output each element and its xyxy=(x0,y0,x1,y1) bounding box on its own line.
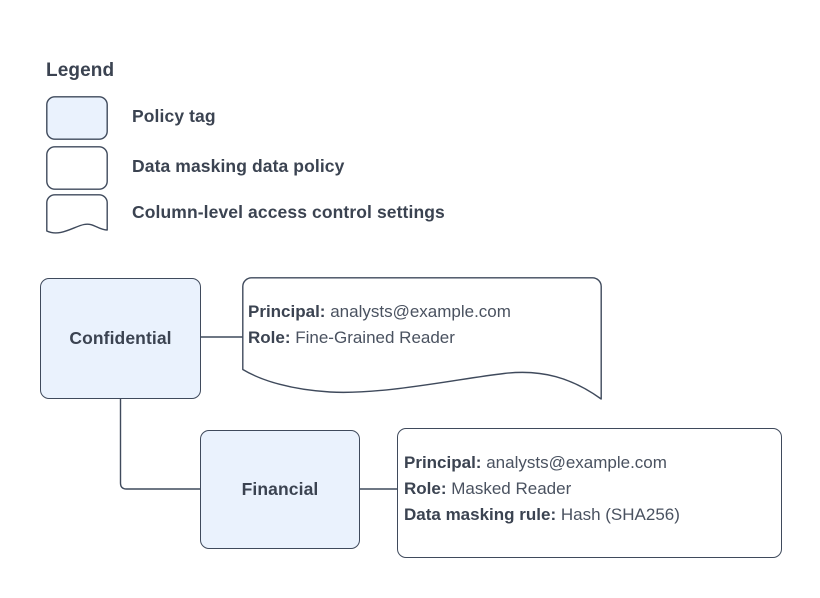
legend-swatch-rounded-rect-outline xyxy=(46,146,108,190)
callout-financial-masking[interactable] xyxy=(397,428,782,558)
callout-line-principal: Principal: analysts@example.com xyxy=(248,299,511,325)
legend-label-data-masking-policy: Data masking data policy xyxy=(132,156,345,176)
callout-value-role: Masked Reader xyxy=(451,479,572,498)
node-financial-label: Financial xyxy=(241,479,319,499)
callout-key-role: Role: xyxy=(404,479,447,498)
legend-swatch-wavy-bottom-document xyxy=(46,194,108,238)
node-confidential[interactable]: Confidential xyxy=(40,278,201,399)
legend-title: Legend xyxy=(46,60,115,81)
callout-value-principal: analysts@example.com xyxy=(330,302,511,321)
legend-item-column-access-settings: Column-level access control settings xyxy=(46,194,746,238)
callout-confidential-access-text: Principal: analysts@example.com Role: Fi… xyxy=(248,299,511,351)
callout-key-principal: Principal: xyxy=(248,302,326,321)
legend-label-column-access-settings: Column-level access control settings xyxy=(132,202,445,222)
callout-confidential-access[interactable] xyxy=(242,277,602,401)
node-confidential-label: Confidential xyxy=(69,328,172,348)
callout-line-role: Role: Fine-Grained Reader xyxy=(248,325,511,351)
callout-line-principal: Principal: analysts@example.com xyxy=(404,450,680,476)
legend-item-data-masking-policy: Data masking data policy xyxy=(46,146,746,190)
legend-label-policy-tag: Policy tag xyxy=(132,106,216,126)
legend-item-policy-tag: Policy tag xyxy=(46,96,746,140)
callout-value-masking-rule: Hash (SHA256) xyxy=(560,505,680,524)
callout-key-principal: Principal: xyxy=(404,453,482,472)
edge-confidential-to-financial xyxy=(119,399,200,490)
node-financial[interactable]: Financial xyxy=(200,430,360,549)
callout-line-role: Role: Masked Reader xyxy=(404,476,680,502)
legend-swatch-rounded-rect-filled xyxy=(46,96,108,140)
callout-line-masking-rule: Data masking rule: Hash (SHA256) xyxy=(404,502,680,528)
callout-value-principal: analysts@example.com xyxy=(486,453,667,472)
callout-key-masking-rule: Data masking rule: xyxy=(404,505,557,524)
callout-value-role: Fine-Grained Reader xyxy=(295,328,455,347)
callout-financial-masking-text: Principal: analysts@example.com Role: Ma… xyxy=(404,450,680,528)
callout-key-role: Role: xyxy=(248,328,291,347)
